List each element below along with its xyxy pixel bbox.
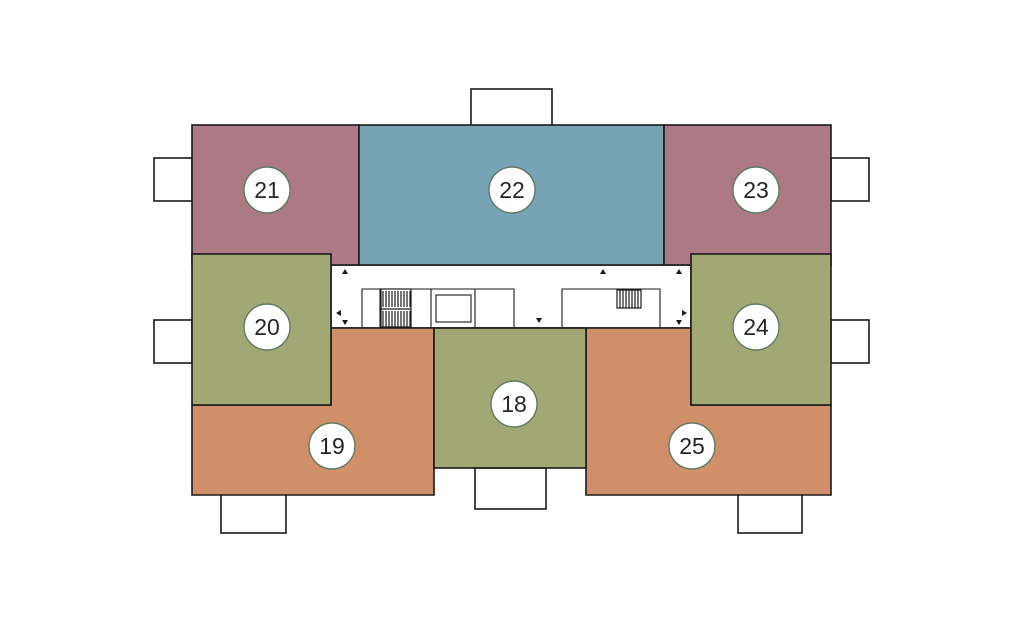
unit-25-number: 25 [679,433,705,459]
balconies [153,88,870,534]
balcony-west-lower [153,319,193,364]
unit-21-badge[interactable]: 21 [243,166,291,214]
unit-20-badge[interactable]: 20 [243,303,291,351]
unit-21-number: 21 [254,177,280,203]
balcony-west-upper [153,157,193,202]
balcony-north [470,88,553,127]
central-corridor [330,264,692,329]
core-rooms [361,288,661,328]
unit-19-number: 19 [319,433,345,459]
unit-25-badge[interactable]: 25 [668,422,716,470]
unit-24-number: 24 [743,314,769,340]
units [191,124,832,496]
balcony-east-lower [830,319,870,364]
door-arrow-icons [336,269,687,325]
unit-badges: 21 22 23 20 24 18 19 25 [243,166,780,470]
elevator-icon [435,294,472,323]
unit-19-badge[interactable]: 19 [308,422,356,470]
unit-18-number: 18 [501,391,527,417]
stair-right-icon [616,289,642,309]
stair-left-icon [380,288,412,328]
unit-23-number: 23 [743,177,769,203]
corridor-floor [330,264,692,329]
balcony-south-west [220,493,287,534]
balcony-south-east [737,493,803,534]
balcony-south-center [474,467,547,510]
unit-18-badge[interactable]: 18 [490,380,538,428]
unit-22-badge[interactable]: 22 [488,166,536,214]
unit-22-number: 22 [499,177,525,203]
unit-20-number: 20 [254,314,280,340]
unit-24-badge[interactable]: 24 [732,303,780,351]
balcony-east-upper [830,157,870,202]
unit-23-badge[interactable]: 23 [732,166,780,214]
